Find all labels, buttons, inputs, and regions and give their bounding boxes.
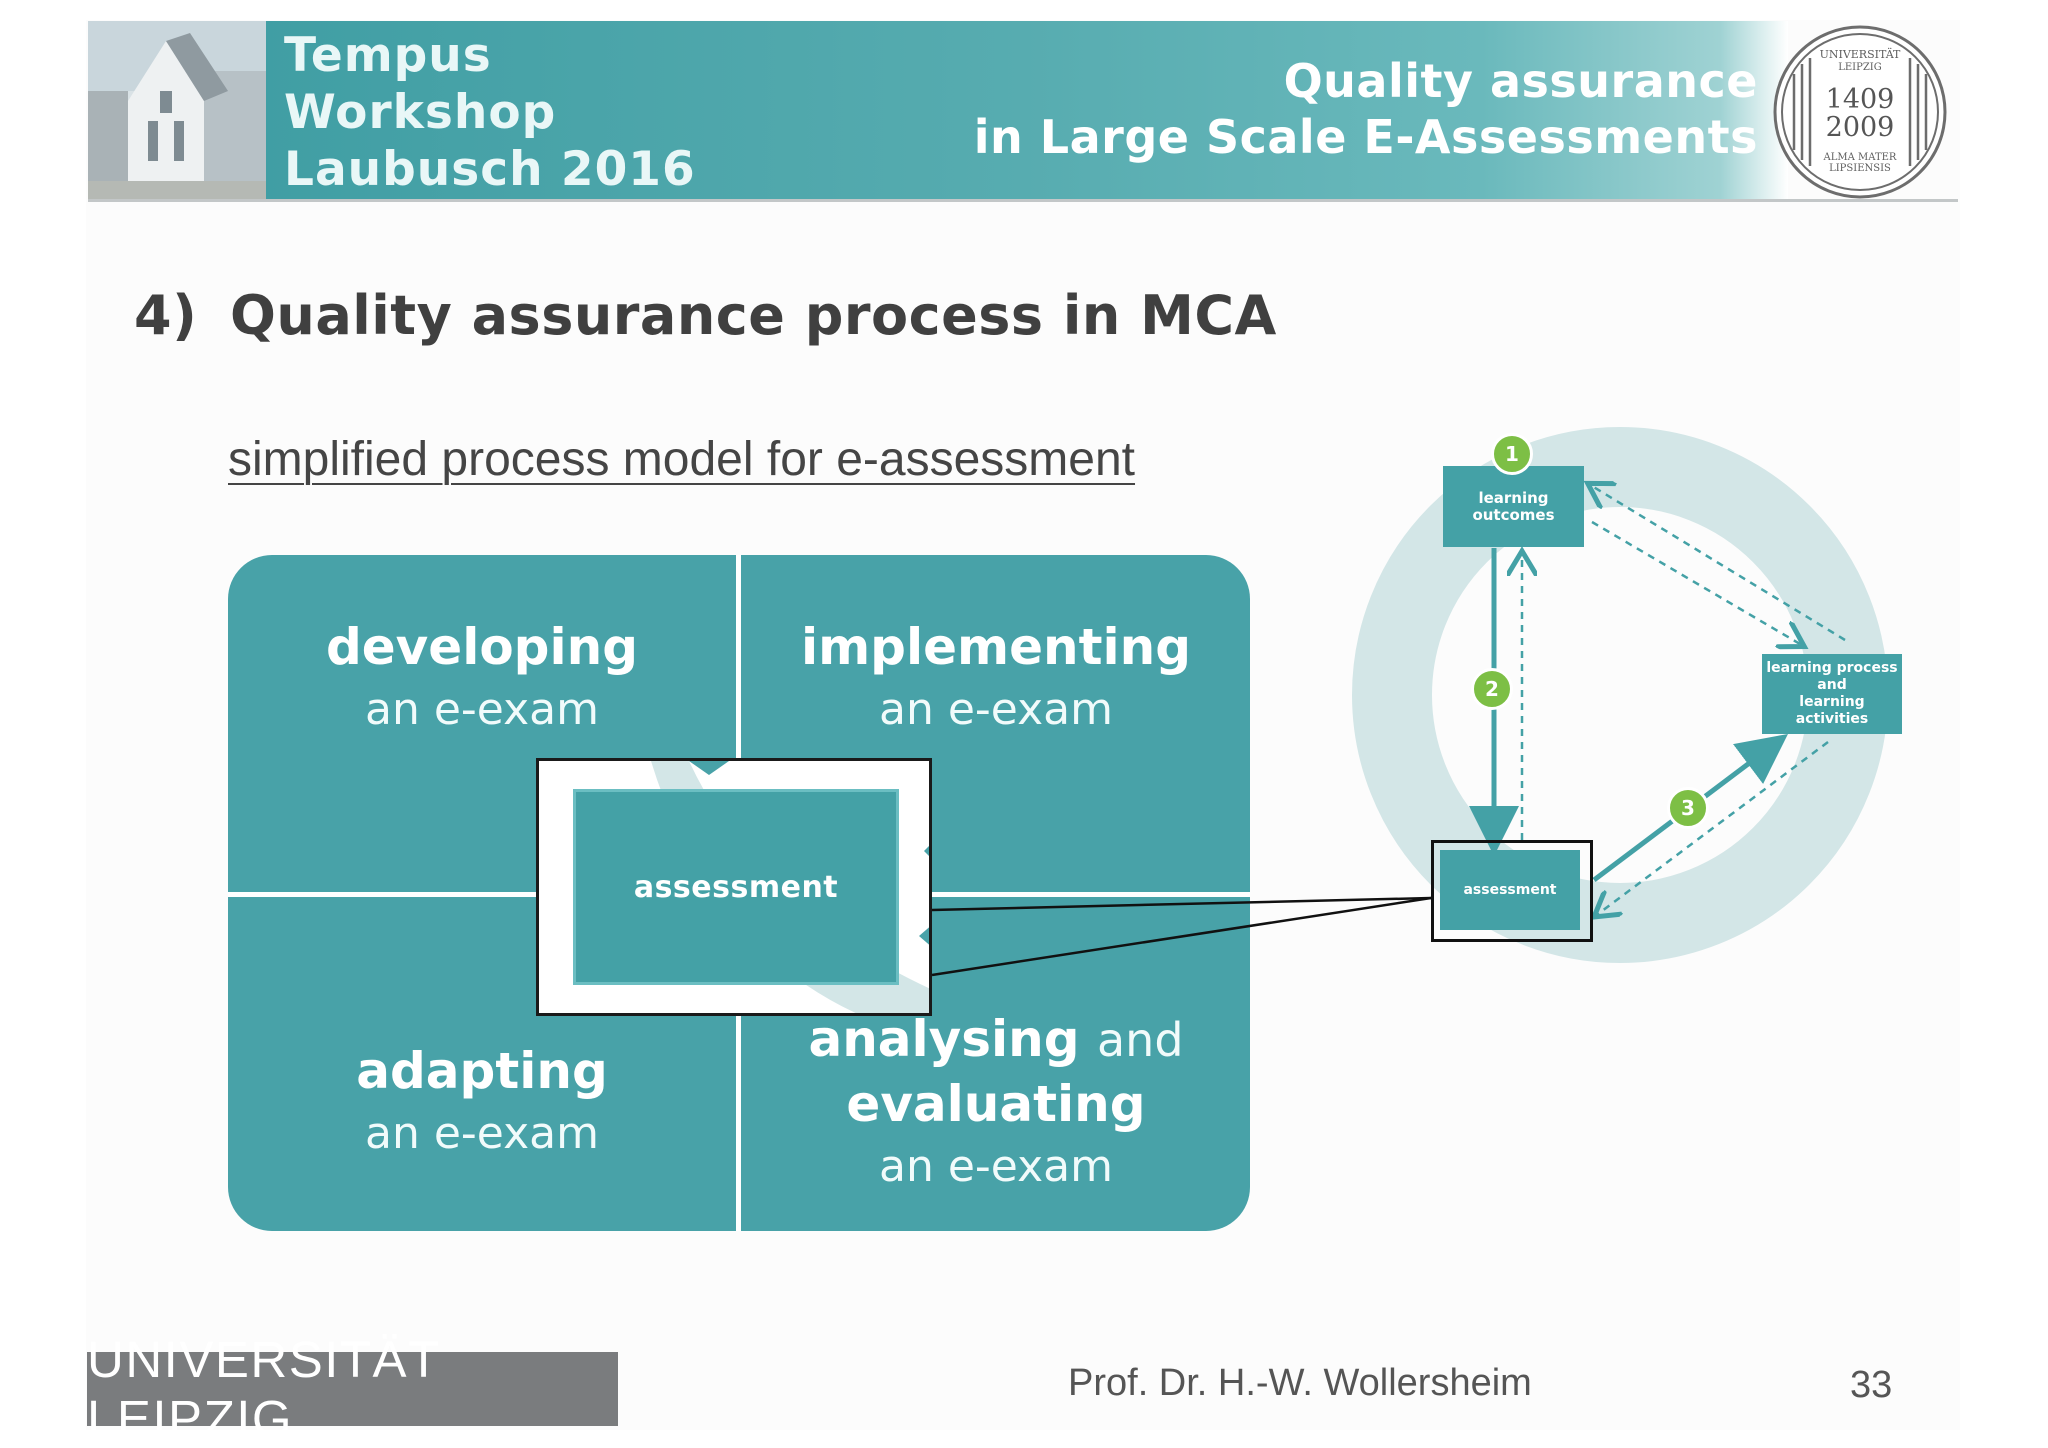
workshop-title: Tempus Workshop Laubusch 2016 [284, 28, 696, 197]
svg-text:ALMA MATER: ALMA MATER [1823, 152, 1897, 163]
section-number: 4) [134, 284, 198, 347]
section-heading: 4) Quality assurance process in MCA [134, 284, 1277, 347]
university-seal-icon: UNIVERSITÄT LEIPZIG 1409 2009 ALMA MATER… [1773, 25, 1947, 199]
university-logo: UNIVERSITÄT LEIPZIG [87, 1331, 618, 1447]
quadrant-developing: developing an e-exam [325, 618, 638, 735]
page-number: 33 [1850, 1364, 1893, 1406]
quadrant-adapting: adapting an e-exam [356, 1042, 608, 1159]
quadrant-analysing-evaluating: analysing and evaluating an e-exam [808, 1010, 1184, 1192]
church-photo [88, 21, 266, 199]
diagram-subtitle: simplified process model for e-assessmen… [228, 433, 1136, 486]
assessment-highlight-frame [1431, 840, 1593, 942]
step-badge-2: 2 [1471, 668, 1513, 710]
svg-text:LEIPZIG: LEIPZIG [1838, 62, 1882, 73]
step-badge-1: 1 [1491, 433, 1533, 475]
step-badge-3: 3 [1667, 787, 1709, 829]
svg-text:2009: 2009 [1826, 112, 1895, 143]
section-title-text: Quality assurance process in MCA [230, 284, 1277, 347]
presenter-name: Prof. Dr. H.-W. Wollersheim [1068, 1362, 1532, 1404]
svg-text:LIPSIENSIS: LIPSIENSIS [1829, 163, 1891, 174]
assessment-zoom-box: assessment [536, 758, 932, 1016]
header-banner: Tempus Workshop Laubusch 2016 Quality as… [88, 21, 1958, 202]
assessment-zoom-node: assessment [573, 789, 899, 985]
header-divider [88, 199, 1958, 202]
node-assessment: assessment [1440, 850, 1580, 930]
svg-text:UNIVERSITÄT: UNIVERSITÄT [1820, 47, 1901, 61]
quadrant-implementing: implementing an e-exam [800, 618, 1192, 735]
presentation-title: Quality assurance in Large Scale E-Asses… [973, 54, 1758, 164]
header-band [88, 21, 1788, 199]
svg-text:1409: 1409 [1826, 84, 1895, 115]
